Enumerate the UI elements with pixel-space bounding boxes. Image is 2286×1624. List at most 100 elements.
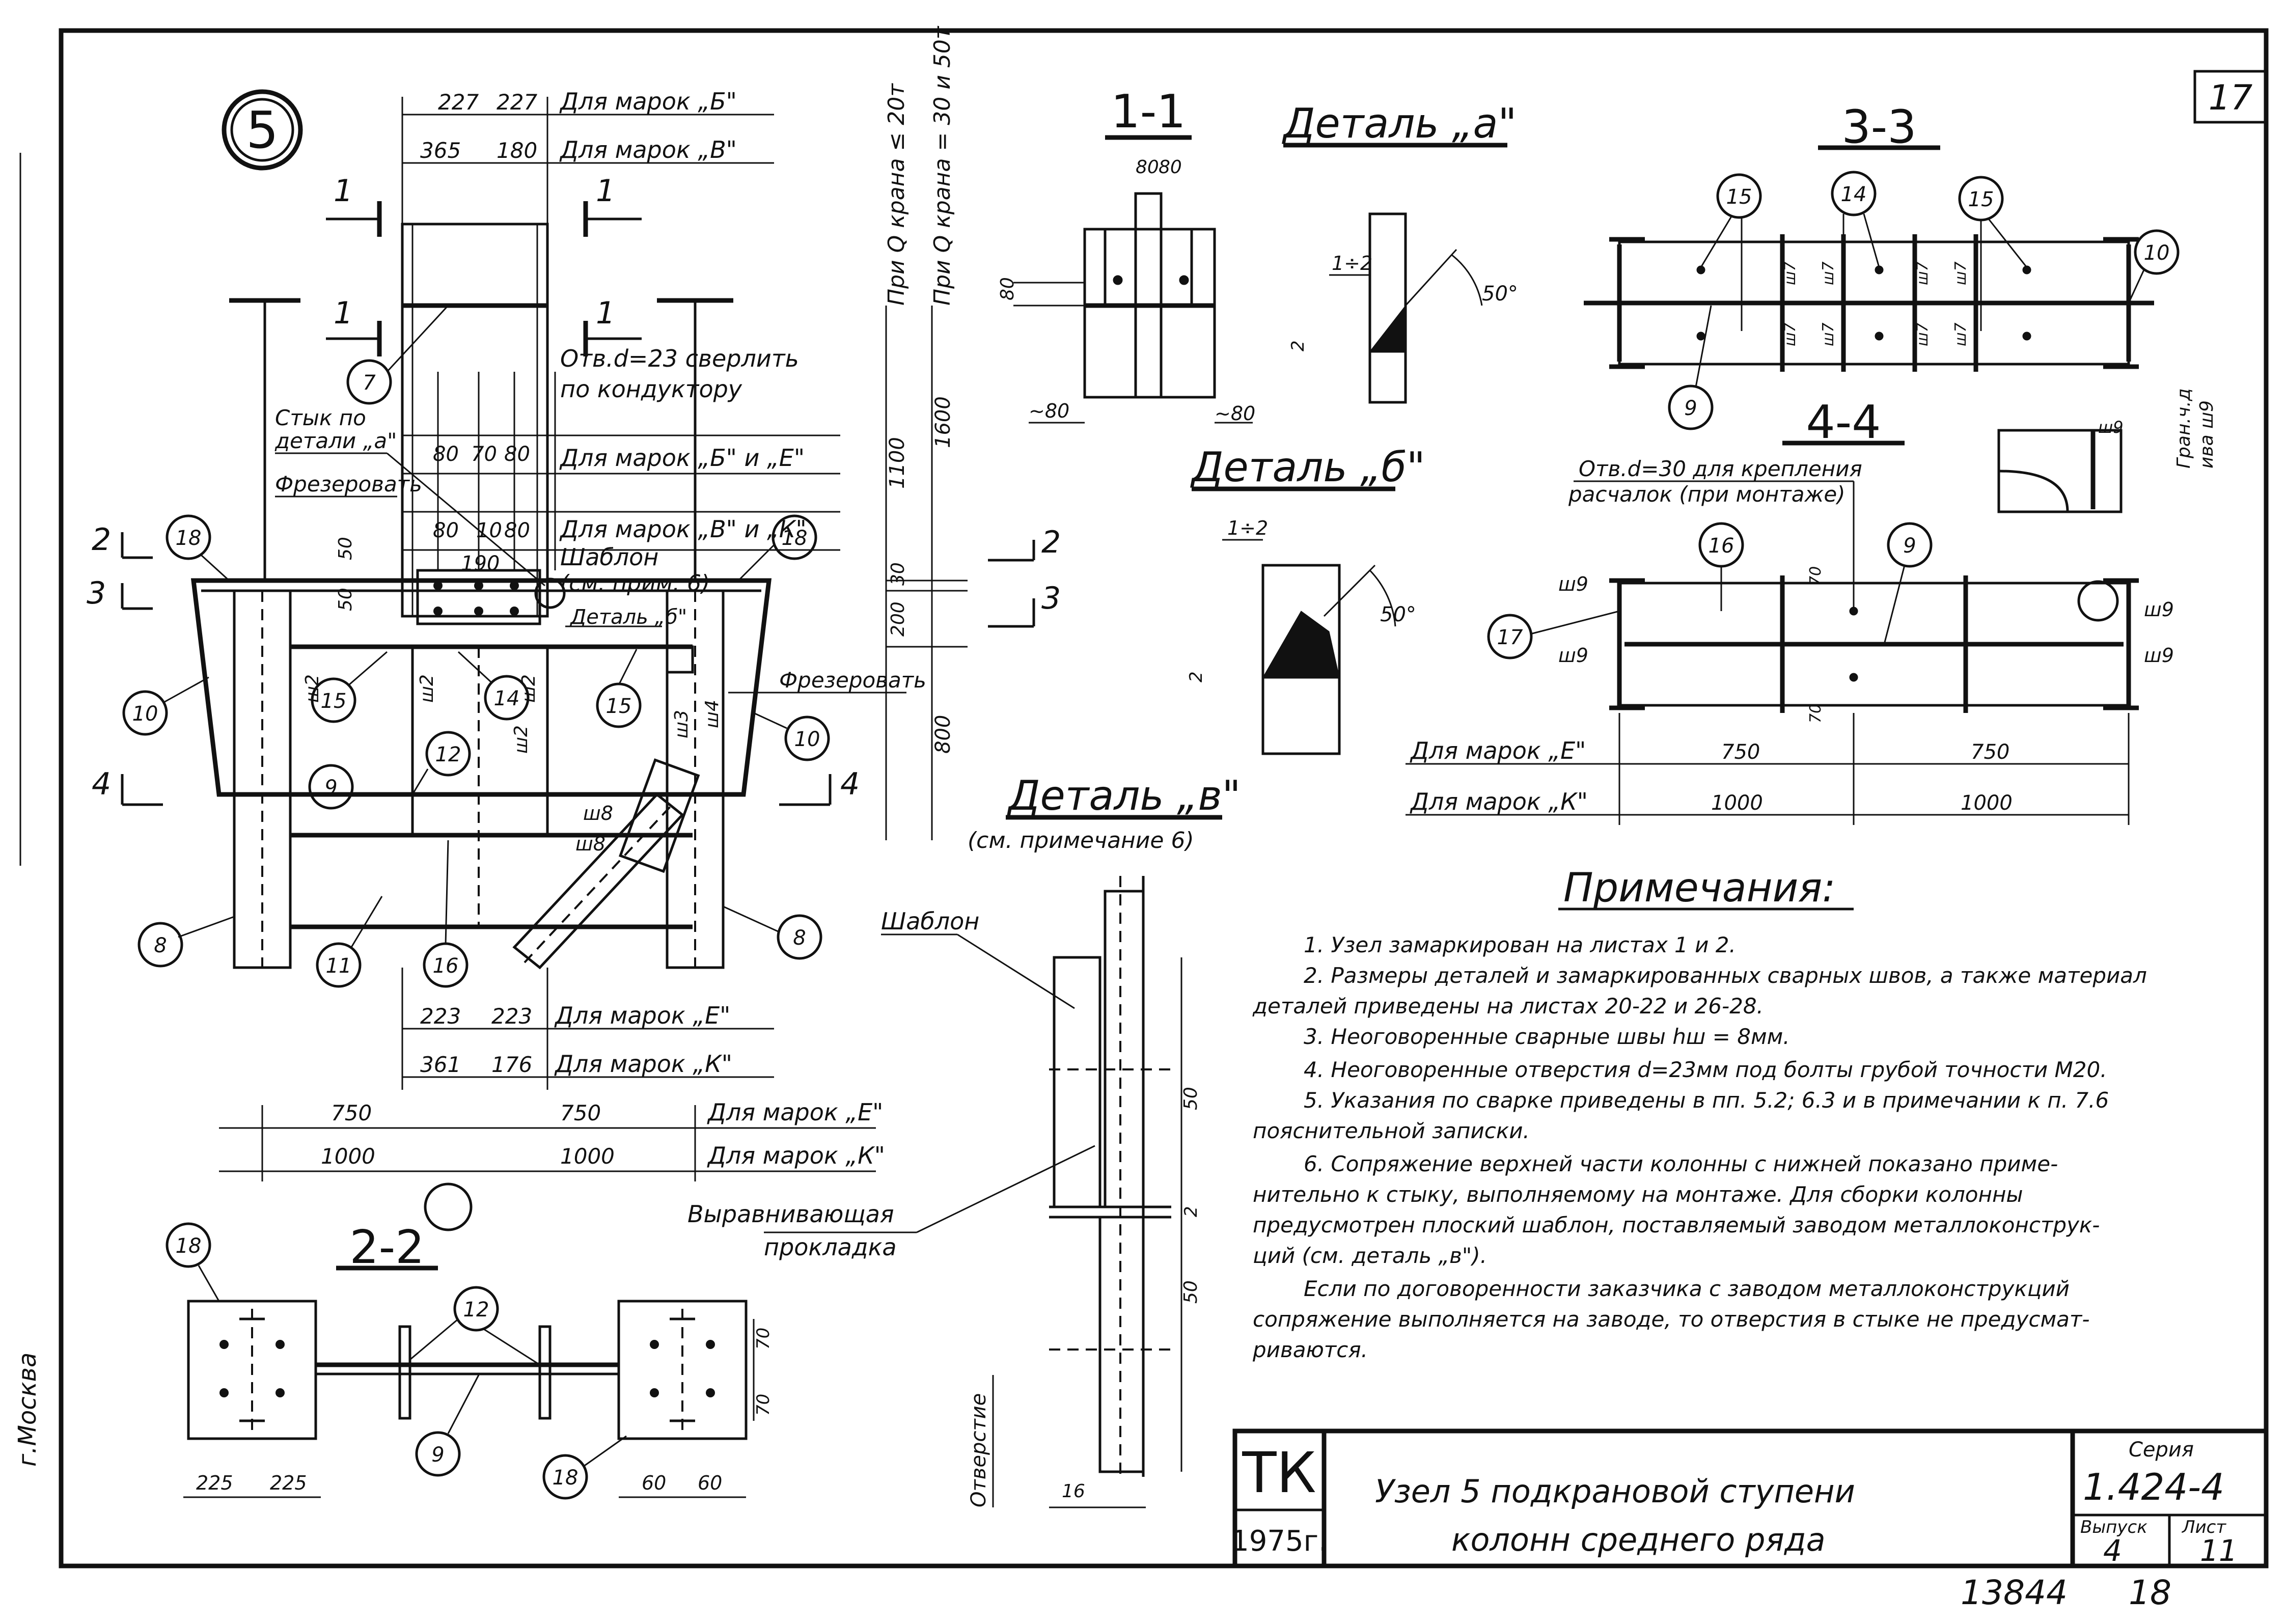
note-5b: пояснительной записки. <box>1253 1118 1530 1143</box>
svg-text:9: 9 <box>1684 397 1697 420</box>
sec44-weld-2: ш9 <box>1558 644 1588 667</box>
sec44-weld-3: ш9 <box>2144 598 2174 621</box>
sec22-callout-18-right: 18 <box>542 1435 627 1500</box>
sec33-weld-3: ш7 <box>1914 261 1932 285</box>
detail-b-callout: Деталь „б" <box>569 605 687 629</box>
sec44-inset-weld: ш9 <box>2098 418 2124 437</box>
sec33-weld-1: ш7 <box>1781 261 1799 285</box>
bottom-dim-3b: 750 <box>560 1100 601 1125</box>
main-view: 5 227 227 Для марок „Б" 365 180 Для маро… <box>87 25 1061 1231</box>
traverse-outline <box>190 578 772 797</box>
detail-b-side: 2 <box>1186 671 1206 682</box>
weld-mark-sh3: ш3 <box>671 710 692 738</box>
detail-v-pad-1: Выравнивающая <box>687 1200 894 1228</box>
right-dim-800: 800 <box>931 715 955 754</box>
svg-text:18: 18 <box>782 527 808 550</box>
detail-a-gap: 1÷2 <box>1332 252 1372 274</box>
callout-14: 14 <box>457 651 530 721</box>
sec11-dim-80b: 80 <box>1159 157 1182 178</box>
sec44-hole-note-1: Отв.d=30 для крепления <box>1579 456 1862 481</box>
bottom-dim-1a: 223 <box>420 1004 461 1029</box>
sec22-dim-225a: 225 <box>196 1472 233 1494</box>
svg-text:16: 16 <box>1709 534 1734 558</box>
archive-number: 13844 <box>1961 1573 2068 1612</box>
svg-text:10: 10 <box>2144 241 2170 265</box>
sec33-callout-10: 10 <box>2128 229 2180 304</box>
sec33-weld-6: ш7 <box>1820 322 1837 346</box>
detail-v-template: Шаблон <box>881 907 979 935</box>
sec44-row1-a: 750 <box>1721 740 1760 764</box>
callout-10-right: 10 <box>753 712 830 761</box>
sheet-value: 11 <box>2200 1533 2238 1568</box>
section-4-4-title: 4-4 <box>1806 396 1881 449</box>
section-mark-1-right-b: 1 <box>596 295 615 331</box>
right-dim-1100: 1100 <box>886 437 909 489</box>
callout-16-main: 16 <box>423 840 469 988</box>
bottom-dim-4a: 1000 <box>321 1144 375 1169</box>
detail-v-hole: Отверстие <box>967 1393 990 1507</box>
callout-8-right: 8 <box>723 905 822 960</box>
svg-text:9: 9 <box>324 776 337 800</box>
sec22-callout-18-left: 18 <box>166 1222 220 1302</box>
section-3-3-title: 3-3 <box>1842 100 1917 154</box>
sec22-dim-70b: 70 <box>753 1394 774 1416</box>
dim-bv-label: Для марок „Б" и „Е" <box>559 444 805 472</box>
edge-city-stamp: г.Москва <box>13 1353 42 1467</box>
bottom-dim-2-label: Для марок „К" <box>554 1050 732 1078</box>
dim-vk-4: 80 <box>504 519 530 542</box>
svg-text:16: 16 <box>433 954 459 978</box>
note-4: 4. Неоговоренные отверстия d=23мм под бо… <box>1304 1057 2107 1082</box>
note-5: 5. Указания по сварке приведены в пп. 5.… <box>1304 1088 2109 1113</box>
sheet-number: 17 <box>2209 78 2253 118</box>
sec22-dim-60b: 60 <box>698 1472 722 1494</box>
note-6d: ций (см. деталь „в"). <box>1253 1243 1487 1268</box>
note-6c: предусмотрен плоский шаблон, поставляемы… <box>1253 1213 2100 1237</box>
svg-text:8: 8 <box>793 926 806 950</box>
left-dim-50b: 50 <box>335 588 356 611</box>
bottom-dim-4-label: Для марок „К" <box>707 1142 885 1169</box>
detail-v-dim-50a: 50 <box>1180 1087 1201 1110</box>
weld-mark-sh8-b: ш8 <box>575 833 605 855</box>
detail-v-dim-16: 16 <box>1062 1481 1085 1502</box>
sheet-frame <box>59 28 2269 1568</box>
dim-vk-1: 80 <box>433 519 459 542</box>
svg-text:15: 15 <box>1968 188 1994 211</box>
sheet-label: Лист <box>2181 1517 2226 1537</box>
note-6b: нительно к стыку, выполняемому на монтаж… <box>1253 1182 2023 1207</box>
note-7c: риваются. <box>1252 1337 1368 1362</box>
sec44-inset-note-2: ива ш9 <box>2196 400 2217 469</box>
sec44-row2-a: 1000 <box>1711 791 1763 815</box>
section-mark-2-right: 2 <box>1041 525 1061 560</box>
node-mark-inner-circle <box>230 98 294 162</box>
section-2-2: 2-2 18 12 9 18 225 225 60 60 70 70 <box>166 1221 774 1500</box>
svg-text:7: 7 <box>363 371 376 395</box>
weld-mark-sh2-b: ш2 <box>417 674 437 703</box>
crane-load-label-1: При Q крана ≤ 20т <box>884 83 910 306</box>
detail-v: Деталь „в" (см. примечание 6) Шаблон Выр… <box>687 772 1241 1508</box>
detail-a: Деталь „а" 50° 1÷2 2 <box>1282 100 1518 404</box>
sec44-row2-b: 1000 <box>1961 791 2013 815</box>
diagonal-brace <box>512 792 684 970</box>
top-dim-2a: 365 <box>420 138 461 163</box>
sec44-row1-label: Для марок „Е" <box>1410 737 1586 764</box>
sec44-dim-70b: 70 <box>1807 704 1825 723</box>
sec33-callout-14: 14 <box>1831 171 1880 268</box>
weld-mark-sh2-d: ш2 <box>511 725 532 754</box>
crane-load-label-2: При Q крана = 30 и 50т <box>929 25 955 306</box>
sec44-weld-4: ш9 <box>2144 644 2174 667</box>
node-mark-circle <box>222 89 303 171</box>
callout-7: 7 <box>346 305 449 405</box>
note-1: 1. Узел замаркирован на листах 1 и 2. <box>1304 932 1736 957</box>
sec11-dim-80c: 80 <box>997 277 1018 300</box>
sec44-inset-note-1: Гран.ч.д <box>2173 388 2194 469</box>
mill-note-2: Фрезеровать <box>779 668 926 693</box>
svg-text:15: 15 <box>1726 185 1752 209</box>
detail-v-title: Деталь „в" <box>1007 772 1241 819</box>
section-mark-3-left: 3 <box>87 575 106 611</box>
sec44-weld-1: ш9 <box>1558 573 1588 595</box>
sec22-callout-9: 9 <box>415 1374 480 1477</box>
sec22-plate-right <box>617 1300 748 1440</box>
detail-v-pad-2: прокладка <box>764 1233 897 1261</box>
callout-11: 11 <box>316 896 383 988</box>
